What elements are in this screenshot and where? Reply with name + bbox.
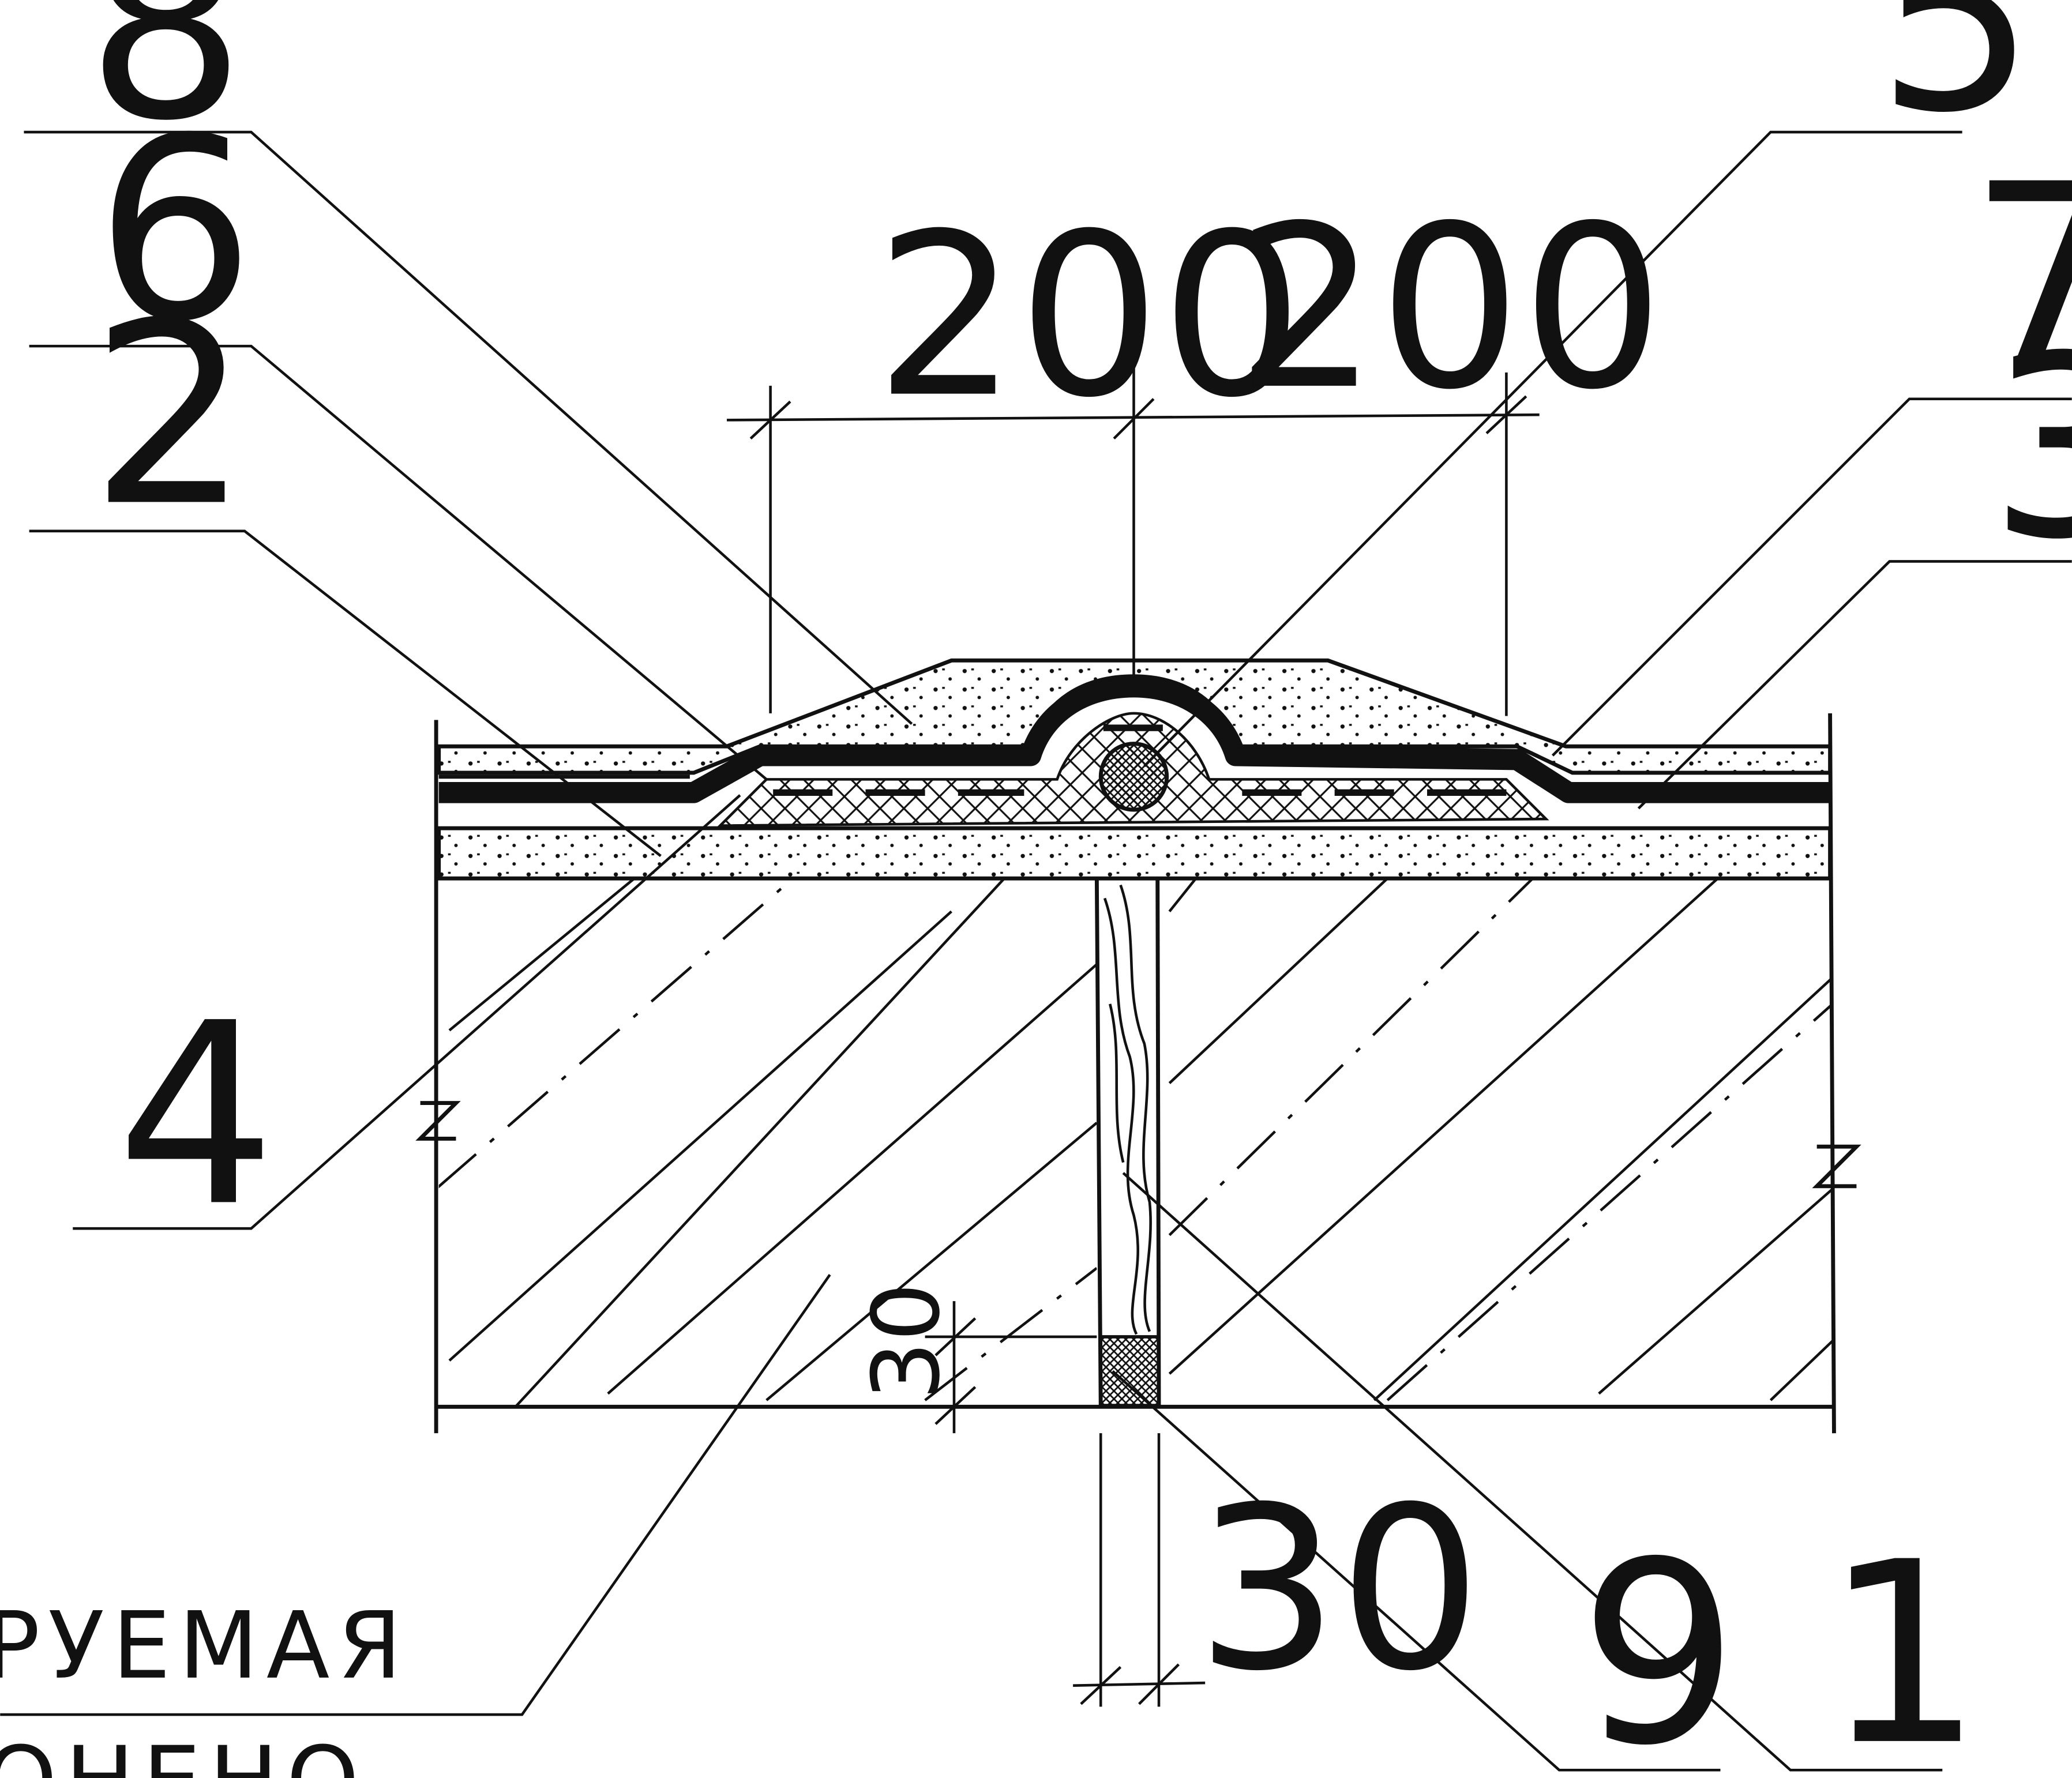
dimension-gap: 30 — [1196, 1459, 1481, 1720]
protective-layer — [437, 658, 1833, 775]
dimension-lines — [727, 367, 1540, 1707]
concrete-slab-right — [1168, 878, 1833, 1401]
callout-6: 6 — [95, 84, 255, 377]
leader-lines — [0, 130, 2072, 1772]
callout-5: 5 — [1876, 0, 2036, 168]
reinforcement-strip — [773, 724, 1507, 796]
dimension-left: 200 — [875, 186, 1304, 447]
caption-line-2: ОНЕНО — [0, 1727, 367, 1778]
callout-2: 2 — [90, 269, 250, 561]
callout-4: 4 — [117, 969, 276, 1261]
callout-1: 1 — [1823, 1508, 1983, 1778]
sealant-plug — [1099, 1335, 1161, 1407]
dimension-right: 200 — [1236, 178, 1664, 439]
callout-8: 8 — [86, 0, 246, 176]
callout-3: 3 — [1988, 302, 2072, 595]
caption-line-1: РУЕМАЯ — [0, 1592, 410, 1700]
break-marks — [415, 1101, 1861, 1189]
waterproofing-membrane — [438, 676, 1830, 803]
dimension-filler: 30 — [853, 1283, 960, 1400]
screed-layer — [437, 826, 1833, 881]
callout-7: 7 — [1969, 130, 2072, 423]
joint-filler — [1103, 884, 1152, 1335]
callout-9: 9 — [1579, 1508, 1739, 1778]
concrete-slab-left — [438, 878, 1097, 1407]
